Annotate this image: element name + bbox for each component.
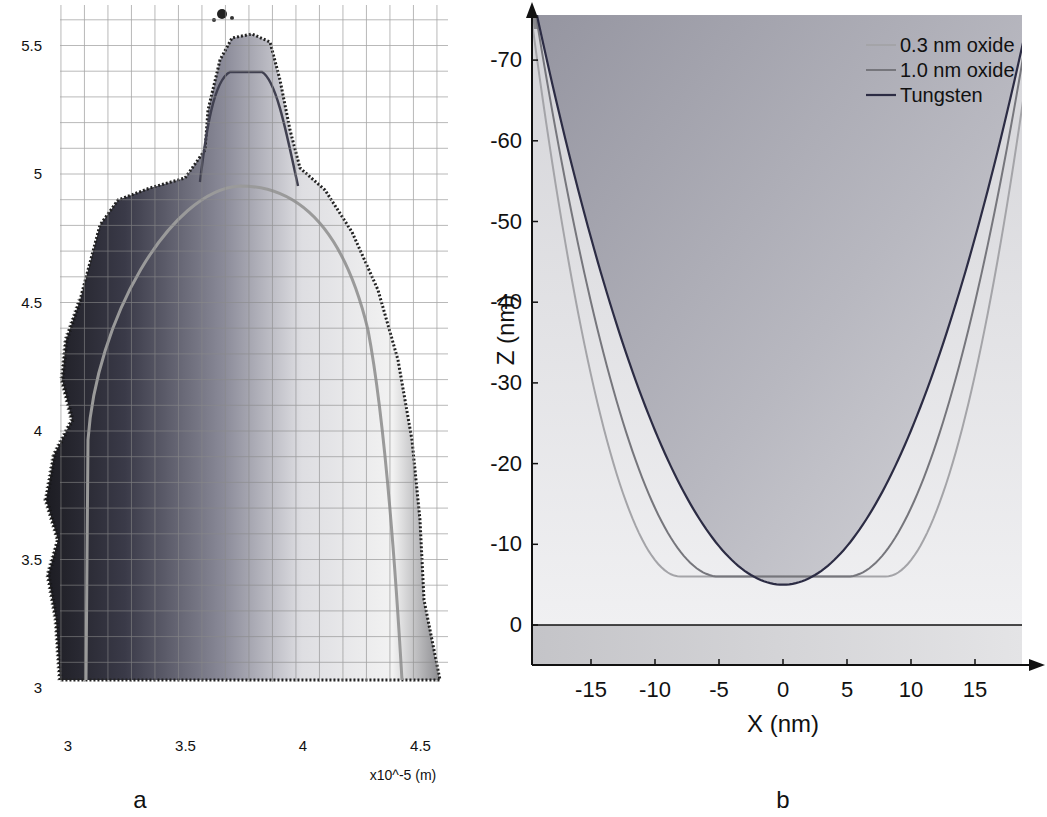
axis-title: X (nm) [747, 711, 819, 737]
tick-label: -30 [490, 371, 522, 395]
tick-label: -60 [490, 129, 522, 153]
panel-letter: a [133, 787, 146, 813]
legend-text: Tungsten [900, 84, 983, 106]
tick-label: 5 [34, 166, 42, 183]
tick-label: 3 [64, 738, 72, 755]
tick-label: -15 [575, 678, 607, 702]
tick-label: 3.5 [175, 738, 196, 755]
tick-label: -10 [639, 678, 671, 702]
panel-letter: b [776, 787, 789, 813]
tick-label: 4.5 [410, 738, 431, 755]
tick-label: -50 [490, 209, 522, 233]
tick-label: -10 [490, 532, 522, 556]
tick-label: 4 [34, 423, 42, 440]
tick-label: 3.5 [21, 551, 42, 568]
tick-label: 4.5 [21, 294, 42, 311]
tip-model-plot [514, 0, 1047, 671]
axis-title: Z (nm) [493, 295, 519, 366]
tick-label: 3 [34, 680, 42, 697]
tick-label: 0 [510, 613, 522, 637]
tick-label: 4 [299, 738, 307, 755]
legend-text: 1.0 nm oxide [900, 59, 1015, 81]
tick-label: 5.5 [21, 37, 42, 54]
axis-title: x10^-5 (m) [370, 768, 436, 783]
tick-label: -70 [490, 48, 522, 72]
tick-label: -20 [490, 452, 522, 476]
tick-label: 5 [841, 678, 853, 702]
tick-label: 0 [777, 678, 789, 702]
legend-text: 0.3 nm oxide [900, 34, 1015, 56]
sem-image [46, 5, 448, 682]
tick-label: -5 [709, 678, 729, 702]
tick-label: 15 [963, 678, 987, 702]
tick-label: 10 [899, 678, 923, 702]
